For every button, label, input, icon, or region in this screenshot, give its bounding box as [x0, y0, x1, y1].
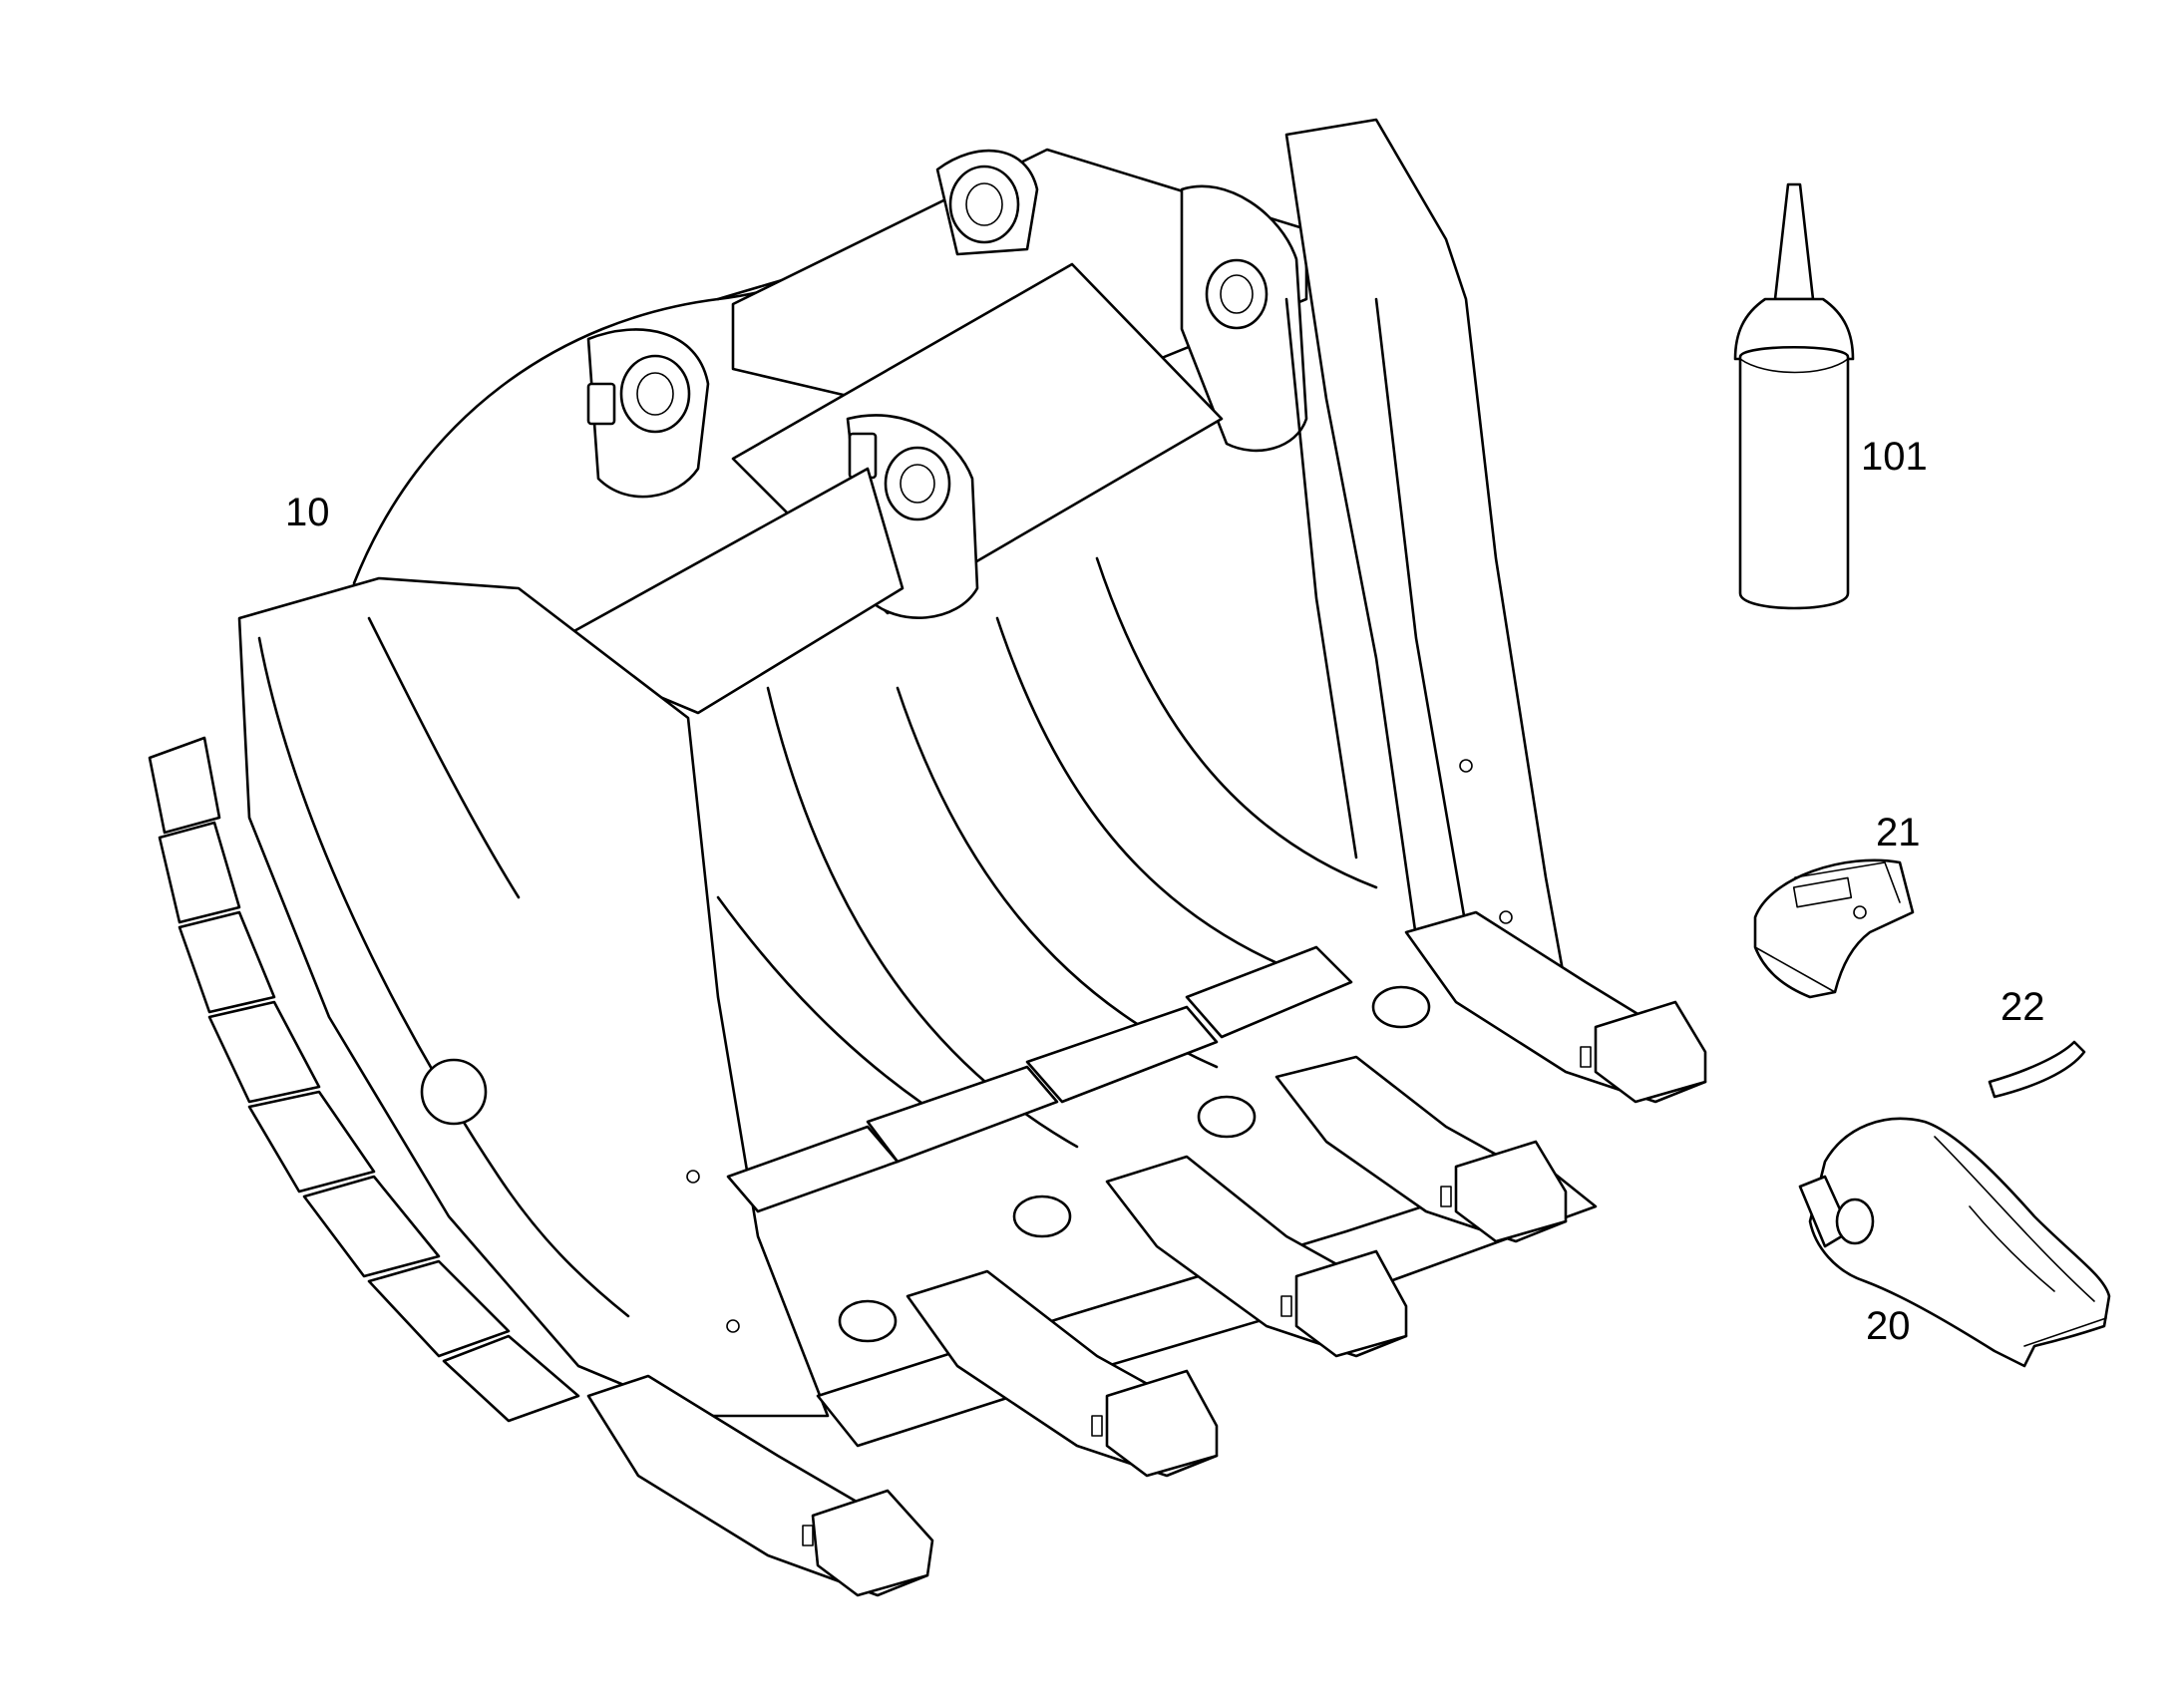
callout-sealant-bottle: 101	[1861, 435, 1928, 479]
bucket-tooth-5	[1404, 910, 1707, 1104]
bucket-tooth-4	[1274, 1055, 1568, 1243]
bucket-tooth-3	[1105, 1155, 1408, 1358]
tooth-tip	[1798, 1117, 2111, 1368]
sealant-bottle	[1733, 182, 1855, 610]
tooth-lock	[1753, 858, 1915, 999]
retainer-pin	[1988, 1040, 2086, 1099]
callout-tooth-lock: 21	[1876, 811, 1921, 854]
callout-tooth-tip: 20	[1866, 1304, 1911, 1348]
bucket-tooth-1	[586, 1374, 934, 1597]
callout-retainer-pin: 22	[2000, 985, 2045, 1029]
bucket-tooth-2	[906, 1269, 1219, 1478]
bucket-assembly	[148, 118, 1707, 1597]
callout-bucket: 10	[285, 491, 330, 534]
